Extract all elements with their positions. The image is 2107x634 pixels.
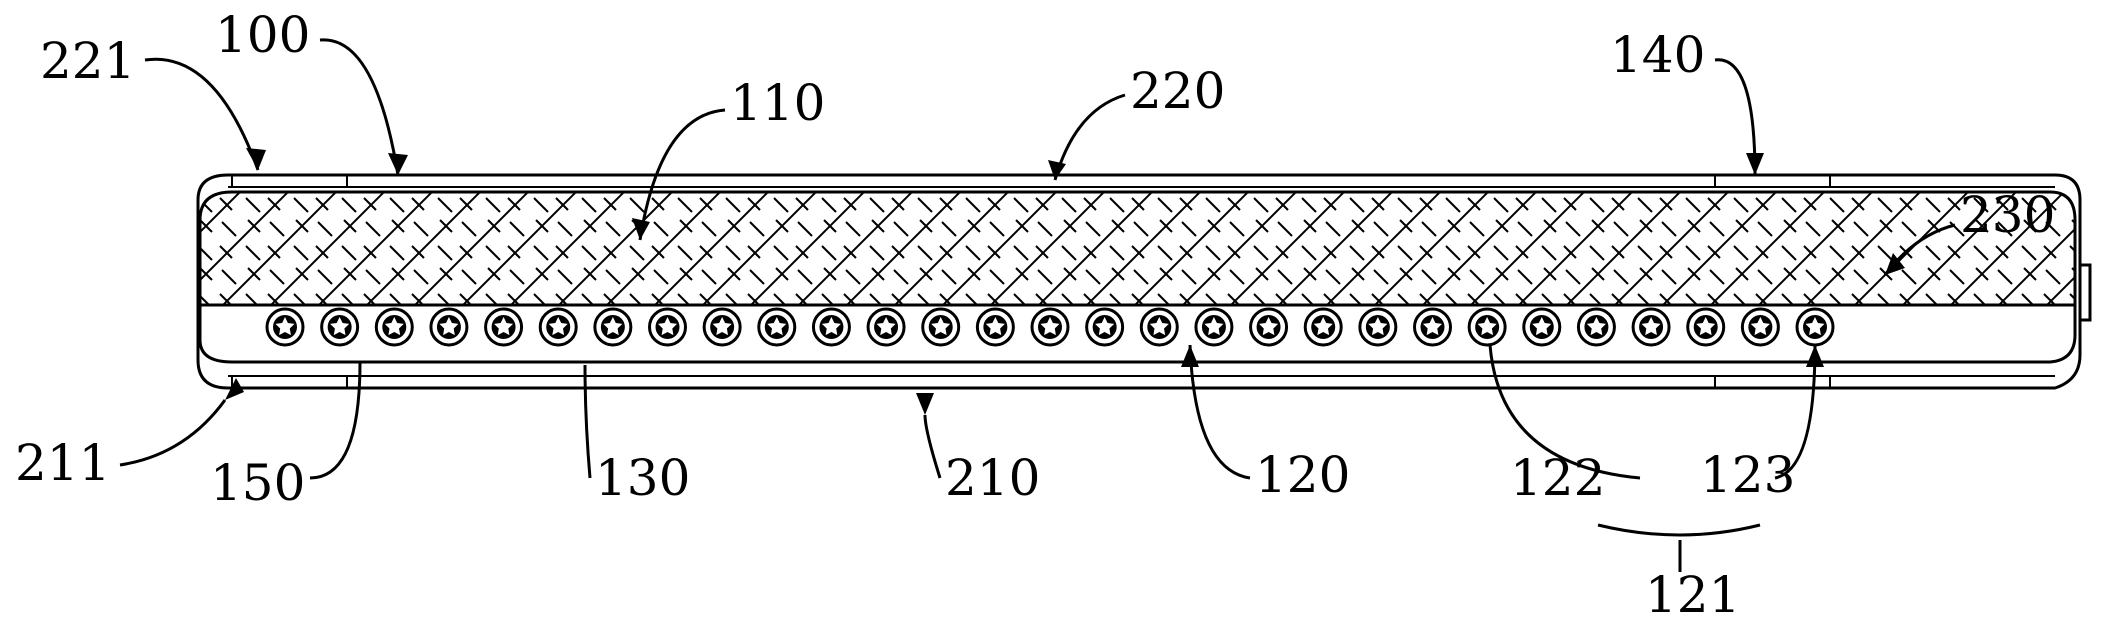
bead (811, 307, 851, 347)
label-140: 140 (1610, 26, 1705, 84)
clip-top-right (1714, 174, 1831, 188)
clip-top-left (231, 174, 348, 188)
side-button (2078, 263, 2092, 322)
bead (1303, 307, 1343, 347)
crosshatch-layer (198, 190, 2077, 307)
label-230: 230 (1960, 186, 2055, 244)
bead (538, 307, 578, 347)
bead (1085, 307, 1125, 347)
bead (484, 307, 524, 347)
bead (593, 307, 633, 347)
bead (975, 307, 1015, 347)
label-123: 123 (1700, 446, 1795, 504)
bead (1194, 307, 1234, 347)
bead (1795, 307, 1835, 347)
bead (1139, 307, 1179, 347)
bead (757, 307, 797, 347)
bead (1467, 307, 1507, 347)
bead (1030, 307, 1070, 347)
clip-bottom-right (1714, 375, 1831, 389)
arrowheads (225, 148, 1905, 415)
outer-housing (196, 173, 2082, 390)
bead (648, 307, 687, 347)
bead (265, 307, 305, 347)
label-220: 220 (1130, 62, 1225, 120)
bead-row (265, 307, 1835, 347)
bead (921, 307, 961, 347)
bead (1249, 307, 1289, 347)
label-150: 150 (210, 454, 305, 512)
label-211: 211 (15, 434, 110, 492)
bead (1358, 307, 1398, 347)
bead (1576, 307, 1616, 347)
bead-strip (198, 303, 2077, 364)
label-110: 110 (730, 74, 825, 132)
label-130: 130 (595, 449, 690, 507)
label-210: 210 (945, 449, 1040, 507)
clip-bottom-left (231, 375, 348, 389)
bead (1631, 307, 1671, 347)
bead (1686, 307, 1726, 347)
bead (1522, 307, 1562, 347)
bead (1413, 307, 1452, 347)
label-122: 122 (1510, 449, 1605, 507)
bead (866, 307, 906, 347)
label-121: 121 (1645, 566, 1740, 624)
label-221: 221 (40, 32, 135, 90)
bead (1740, 307, 1780, 347)
label-100: 100 (215, 6, 310, 64)
bead (374, 307, 414, 347)
bead (702, 307, 742, 347)
label-120: 120 (1255, 446, 1350, 504)
bead (320, 307, 360, 347)
bead (429, 307, 469, 347)
